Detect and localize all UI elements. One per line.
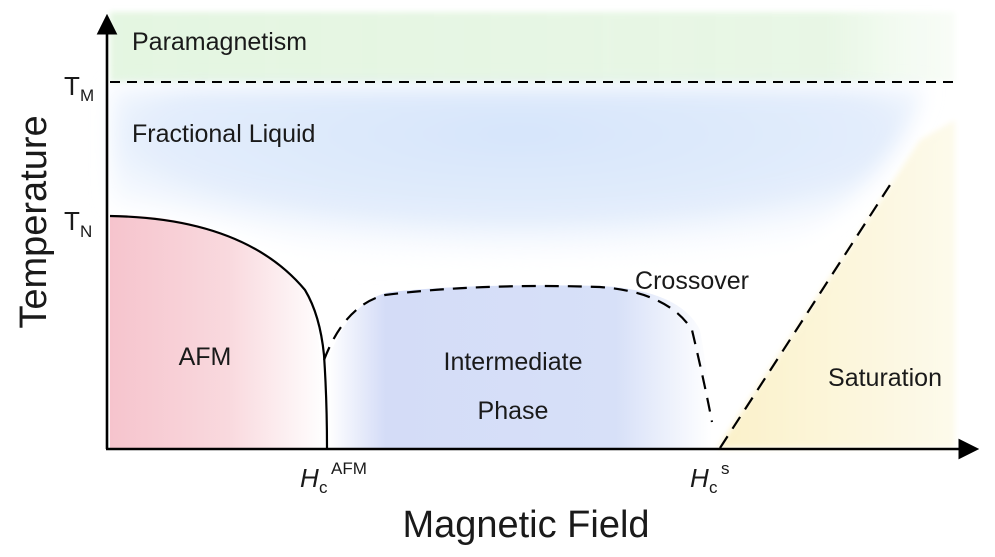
svg-text:M: M bbox=[80, 86, 94, 105]
y-axis-title: Temperature bbox=[13, 115, 55, 328]
afm-region bbox=[110, 215, 326, 448]
svg-text:c: c bbox=[319, 478, 328, 497]
hc-s-tick-label: H c s bbox=[690, 459, 730, 497]
tm-tick-label: T M bbox=[64, 71, 94, 105]
paramagnetism-label: Paramagnetism bbox=[132, 28, 307, 56]
svg-text:H: H bbox=[300, 463, 319, 493]
hc-afm-tick-label: H c AFM bbox=[300, 459, 367, 497]
tn-tick-label: T N bbox=[64, 206, 92, 241]
fractional-liquid-label: Fractional Liquid bbox=[132, 120, 315, 148]
intermediate-boundary-dashed bbox=[322, 284, 714, 423]
svg-text:H: H bbox=[690, 463, 709, 493]
afm-boundary-line bbox=[109, 214, 329, 449]
saturation-label: Saturation bbox=[828, 364, 942, 392]
crossover-label: Crossover bbox=[635, 267, 749, 295]
svg-text:T: T bbox=[64, 206, 80, 236]
afm-label: AFM bbox=[179, 343, 232, 371]
intermediate-region bbox=[328, 285, 712, 448]
fractional-liquid-region bbox=[112, 88, 925, 273]
svg-text:N: N bbox=[80, 222, 92, 241]
svg-text:T: T bbox=[64, 71, 80, 101]
paramagnetism-region bbox=[110, 12, 955, 82]
svg-text:s: s bbox=[721, 459, 730, 478]
x-axis-title: Magnetic Field bbox=[402, 504, 649, 546]
saturation-boundary-dashed bbox=[719, 184, 891, 449]
svg-text:AFM: AFM bbox=[331, 459, 367, 478]
svg-text:c: c bbox=[709, 478, 718, 497]
phase-label: Phase bbox=[478, 397, 549, 425]
saturation-region bbox=[718, 120, 955, 448]
intermediate-label: Intermediate bbox=[444, 348, 583, 376]
